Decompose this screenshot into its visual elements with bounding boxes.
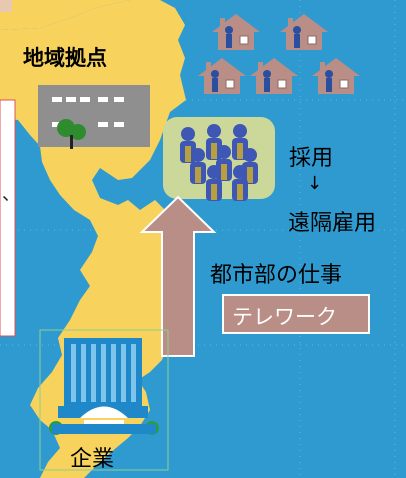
up-arrow <box>139 195 217 357</box>
person-icon <box>206 124 222 160</box>
company-frame <box>39 329 169 471</box>
company-building-icon <box>49 338 159 435</box>
regional-base-label: 地域拠点 <box>23 46 107 70</box>
house-icon <box>280 14 328 50</box>
left-panel <box>0 99 16 337</box>
person-icon <box>242 148 258 184</box>
telework-box <box>222 294 370 334</box>
person-icon <box>232 124 248 160</box>
corner-tab <box>0 0 12 12</box>
person-icon <box>206 165 222 201</box>
remote-employment-label: 遠隔雇用 <box>288 211 377 236</box>
house-icon <box>250 58 298 94</box>
house-icon <box>198 58 246 94</box>
person-icon <box>190 148 206 184</box>
telework-label: テレワーク <box>232 305 337 329</box>
house-icon <box>312 58 360 94</box>
people-icon <box>180 124 258 201</box>
urban-job-label: 都市部の仕事 <box>210 263 343 288</box>
recruitment-label: 採用 <box>289 146 334 171</box>
left-panel-glyph: 、 <box>2 184 20 205</box>
company-label: 企業 <box>70 447 115 472</box>
land-mass-top <box>0 0 130 30</box>
house-icon <box>212 14 260 50</box>
office-building-icon <box>38 85 150 147</box>
tree-icon <box>57 119 86 149</box>
arrow-down-label: ↓ <box>307 173 323 194</box>
person-icon <box>232 165 248 201</box>
house-icon <box>198 14 360 94</box>
